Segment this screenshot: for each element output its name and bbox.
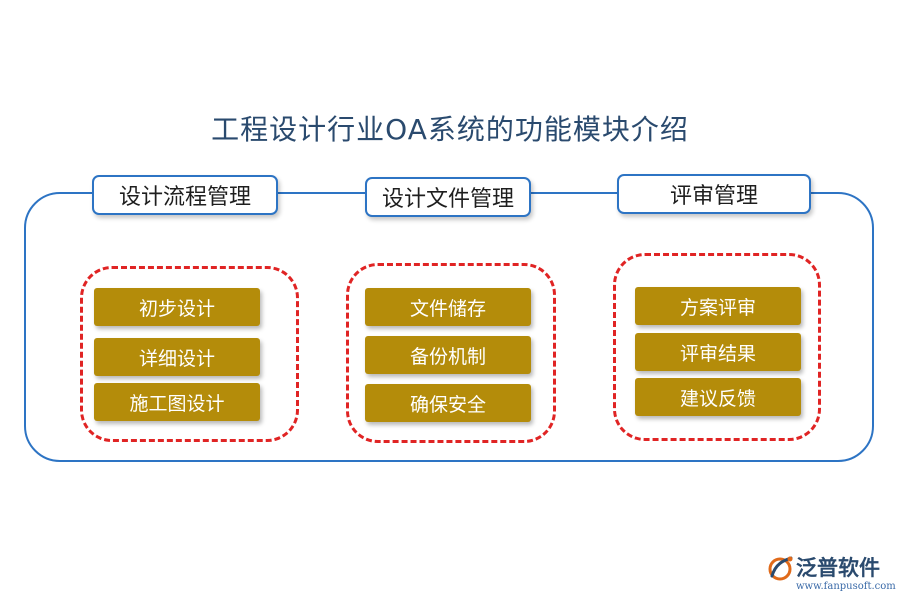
item-ensure-security: 确保安全 (365, 384, 531, 422)
item-plan-review: 方案评审 (635, 287, 801, 325)
item-backup-mechanism: 备份机制 (365, 336, 531, 374)
fanpu-logo[interactable]: 泛普软件 www.fanpusoft.com (766, 552, 896, 596)
item-file-storage: 文件储存 (365, 288, 531, 326)
module-title-design-files: 设计文件管理 (365, 177, 531, 217)
logo-url: www.fanpusoft.com (796, 581, 896, 592)
item-review-results: 评审结果 (635, 333, 801, 371)
group-design-files (346, 263, 556, 443)
page-title: 工程设计行业OA系统的功能模块介绍 (211, 113, 689, 146)
item-preliminary-design: 初步设计 (94, 288, 260, 326)
group-design-process (80, 266, 299, 442)
group-review (613, 253, 821, 441)
module-title-review: 评审管理 (617, 174, 811, 214)
item-detailed-design: 详细设计 (94, 338, 260, 376)
fanpu-logo-icon (766, 554, 794, 582)
logo-name: 泛普软件 (796, 556, 880, 580)
module-title-design-process: 设计流程管理 (92, 175, 278, 215)
item-suggestion-feedback: 建议反馈 (635, 378, 801, 416)
item-construction-drawing-design: 施工图设计 (94, 383, 260, 421)
